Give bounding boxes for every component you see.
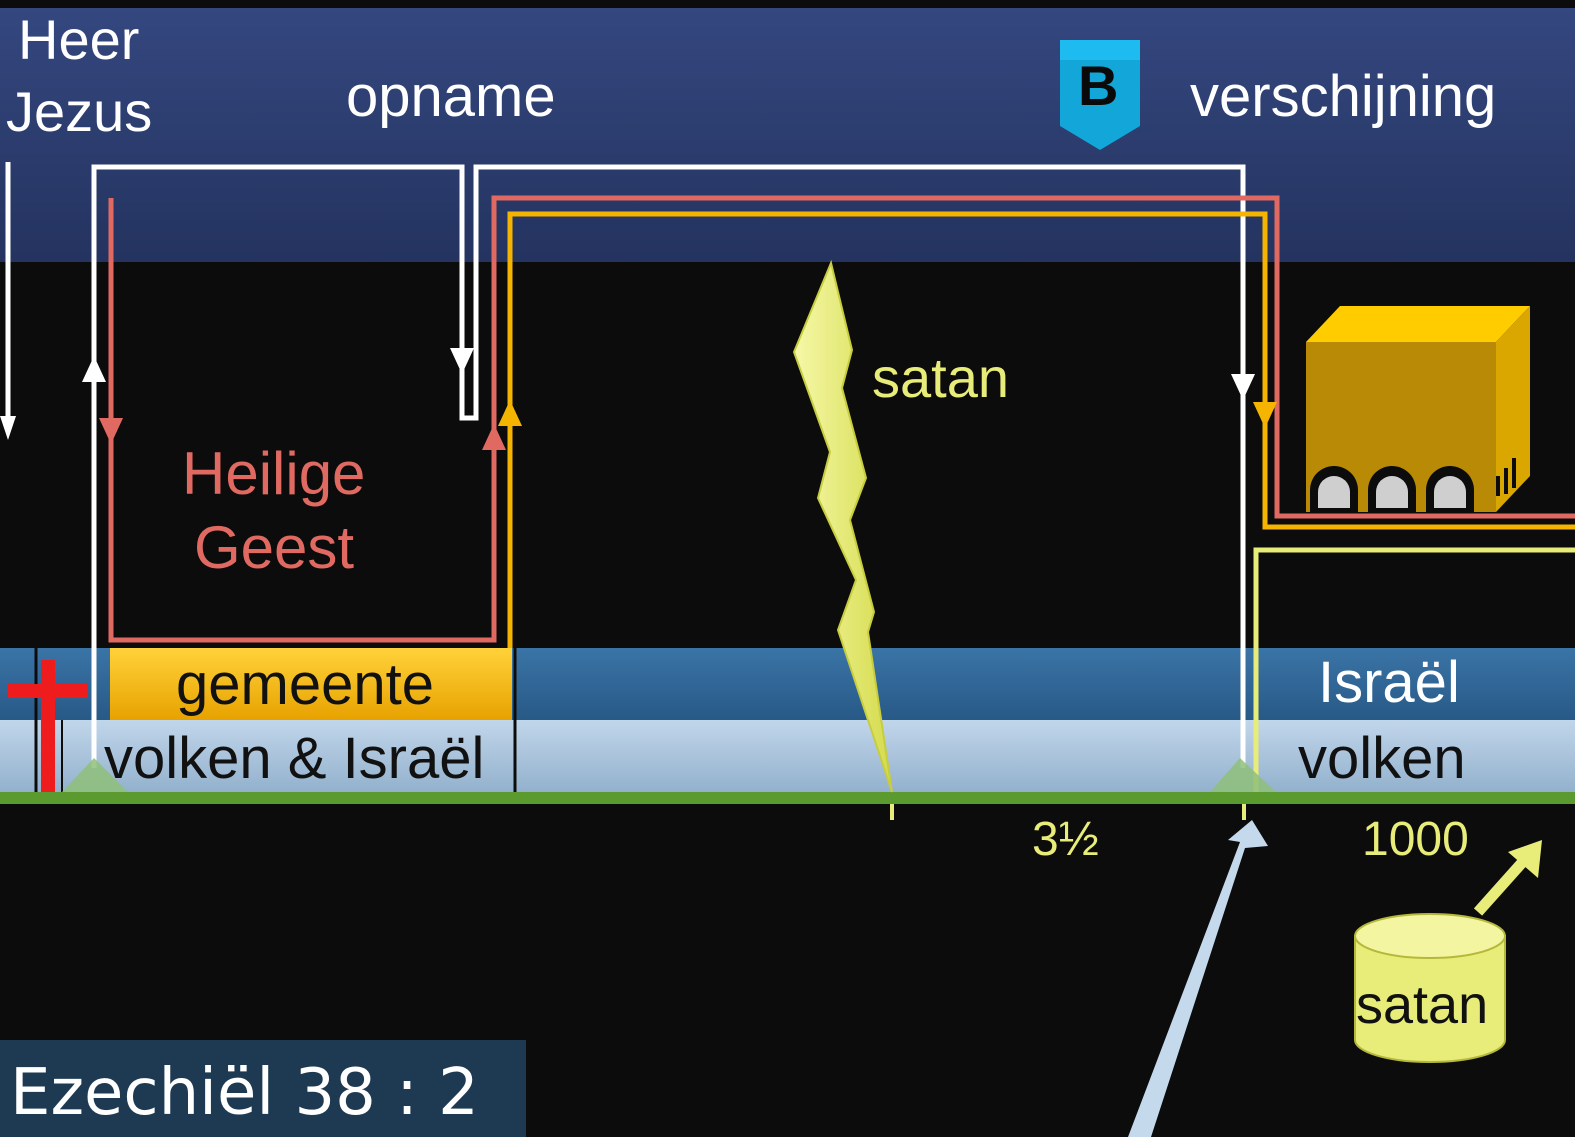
badge-icon xyxy=(1060,40,1140,150)
holy-spirit-line2: Geest xyxy=(194,514,355,581)
lightning-bolt-icon xyxy=(792,259,893,793)
scripture-reference-box: Ezechiël 38 : 2 xyxy=(0,1040,526,1137)
header-band xyxy=(0,8,1575,262)
spirit-path xyxy=(108,195,1575,643)
timeline-axis xyxy=(0,792,1575,804)
three-and-half-label: 3½ xyxy=(1032,813,1099,866)
church-bar xyxy=(110,648,512,720)
start-marker xyxy=(62,758,128,792)
cross-icon xyxy=(8,660,88,792)
lord-jesus-line2: Jezus xyxy=(6,80,153,143)
lord-jesus-line1: Heer xyxy=(18,8,140,71)
thousand-arrow xyxy=(1473,840,1542,916)
temple-icon xyxy=(1306,306,1530,512)
appearing-label: verschijning xyxy=(1190,64,1497,129)
rapture-label: opname xyxy=(346,64,556,129)
lower-band xyxy=(0,720,1575,792)
church-label: gemeente xyxy=(176,652,434,717)
lord-path xyxy=(5,162,1246,768)
bottomless-pit-icon xyxy=(1354,913,1506,1063)
nations-label: volken xyxy=(1298,726,1466,791)
scripture-reference: Ezechiël 38 : 2 xyxy=(10,1056,479,1130)
holy-spirit-line1: Heilige xyxy=(182,440,366,507)
israel-label: Israël xyxy=(1318,650,1460,715)
satan-label: satan xyxy=(872,346,1009,409)
satan-path xyxy=(1253,547,1575,792)
nations-israel-label: volken & Israël xyxy=(104,726,485,791)
thousand-label: 1000 xyxy=(1362,813,1469,866)
satan-pit-label: satan xyxy=(1356,975,1489,1035)
church-path xyxy=(507,211,1575,648)
appearing-marker xyxy=(1210,758,1276,792)
badge-letter: B xyxy=(1078,54,1119,117)
appearing-arrow xyxy=(1128,820,1268,1137)
